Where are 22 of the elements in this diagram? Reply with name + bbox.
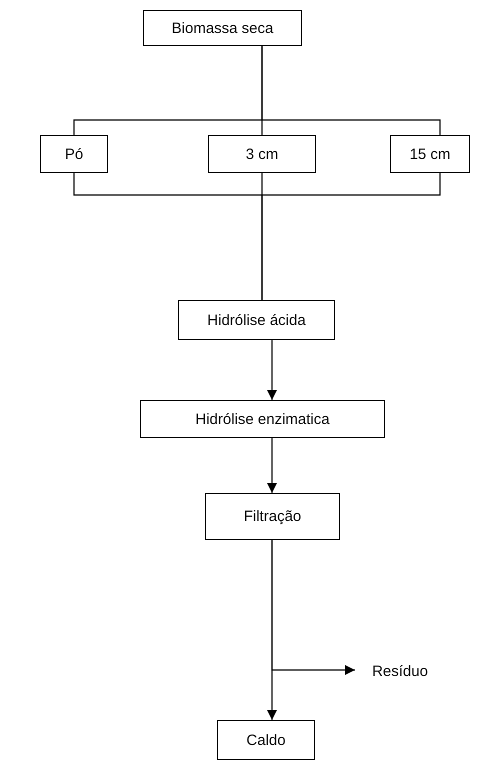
box-label: 15 cm [410,146,450,162]
process-box [217,720,315,760]
box-label: Filtração [244,508,302,525]
process-box [143,10,302,46]
process-box [178,300,335,340]
output-label: Resíduo [360,660,440,682]
box-label: 3 cm [246,146,278,162]
connector-line [261,173,441,300]
box-label: Hidrólise ácida [207,312,306,328]
box-label: Pó [64,146,84,162]
arrow [267,540,277,720]
process-box [390,135,470,173]
process-box [40,135,108,173]
arrow [267,340,277,400]
connector-line [261,46,441,135]
box-label: Hidrólise enzimatica [195,410,330,428]
process-box [140,400,385,438]
box-label: Biomassa seca [172,20,274,36]
box-label: Caldo [246,732,286,748]
arrow [267,438,277,493]
process-box [205,493,340,540]
process-box [208,135,316,173]
